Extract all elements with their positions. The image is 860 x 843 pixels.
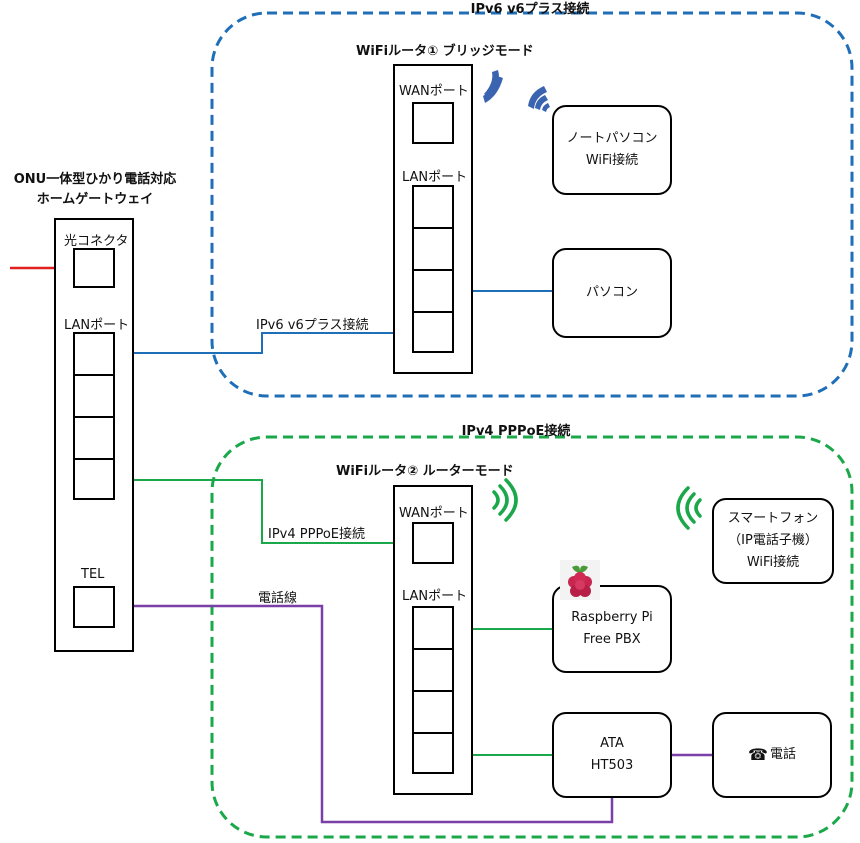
optical-connector-port — [73, 248, 115, 288]
notebook-device: ノートパソコン WiFi接続 — [552, 105, 672, 195]
notebook-label: ノートパソコン — [566, 131, 658, 146]
onu-tel-label: TEL — [81, 567, 105, 582]
raspberry-pi-device: Raspberry Pi Free PBX — [552, 585, 672, 673]
router2-lan-port-1 — [412, 606, 454, 650]
router1-wan-port — [412, 102, 454, 144]
ipv6-link-label: IPv6 v6プラス接続 — [256, 318, 369, 333]
pc-device: パソコン — [552, 248, 672, 338]
router2-lan-port-3 — [412, 690, 454, 734]
onu-lan-label: LANポート — [64, 318, 130, 333]
onu-lan-port-4 — [73, 458, 115, 500]
wifi-icon-notebook — [528, 86, 550, 112]
ata-model-label: HT503 — [590, 758, 634, 773]
router1-lan-port-4 — [412, 311, 454, 353]
ipv4-link-label: IPv4 PPPoE接続 — [268, 527, 365, 542]
router2-title: WiFiルータ② ルーターモード — [336, 464, 514, 479]
smartphone-device: スマートフォン （IP電話子機） WiFi接続 — [712, 498, 834, 584]
router2-wan-label: WANポート — [399, 506, 469, 521]
notebook-connection-label: WiFi接続 — [585, 153, 639, 168]
onu-lan-port-3 — [73, 416, 115, 460]
onu-tel-port — [73, 586, 115, 628]
raspberry-pi-label: Raspberry Pi — [571, 610, 653, 625]
router1-title: WiFiルータ① ブリッジモード — [356, 44, 534, 59]
ipv6-group-title: IPv6 v6プラス接続 — [470, 2, 590, 17]
wifi-icon-smartphone — [676, 486, 702, 530]
router1-lan-port-1 — [412, 185, 454, 229]
phone-device: ☎ 電話 — [712, 712, 832, 798]
onu-lan-port-2 — [73, 374, 115, 418]
pc-label: パソコン — [585, 285, 638, 300]
ipv6-group-outline — [210, 11, 854, 398]
ata-device: ATA HT503 — [552, 712, 672, 798]
tel-link-line — [94, 604, 614, 824]
wifi-icon-router1 — [483, 70, 503, 103]
onu-title-line2: ホームゲートウェイ — [36, 192, 154, 207]
router1-lan-label: LANポート — [402, 170, 468, 185]
router2-lan-label: LANポート — [402, 589, 468, 604]
ata-label: ATA — [600, 736, 624, 751]
ipv4-link-line — [94, 479, 433, 544]
smartphone-connection-label: WiFi接続 — [746, 555, 800, 570]
onu-lan-port-1 — [73, 332, 115, 376]
router2-lan-port-2 — [412, 648, 454, 692]
ipv4-group-outline — [210, 435, 854, 839]
router1-lan-port-3 — [412, 269, 454, 313]
phone-label: 電話 — [769, 747, 796, 762]
router1-wan-label: WANポート — [399, 84, 469, 99]
ipv6-link-line — [94, 332, 433, 354]
smartphone-subtitle: （IP電話子機） — [728, 533, 818, 548]
freepbx-label: Free PBX — [583, 632, 641, 647]
router1-lan-port-2 — [412, 227, 454, 271]
onu-title-line1: ONU一体型ひかり電話対応 — [13, 172, 177, 187]
tel-link-label: 電話線 — [258, 591, 298, 606]
smartphone-label: スマートフォン — [727, 511, 819, 526]
router2-wan-port — [412, 522, 454, 564]
router2-lan-port-4 — [412, 732, 454, 774]
ipv4-group-title: IPv4 PPPoE接続 — [461, 424, 571, 439]
wifi-icon-router2 — [492, 478, 518, 522]
optical-connector-label: 光コネクタ — [64, 234, 129, 249]
phone-icon: ☎ — [748, 745, 768, 764]
